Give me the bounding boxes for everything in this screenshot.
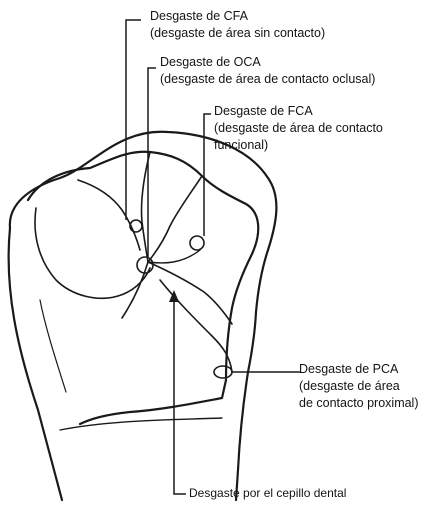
fca-label-detail: funcional) [214, 137, 383, 154]
brush-label: Desgaste por el cepillo dental [189, 485, 346, 502]
pca-wear-spot [214, 366, 232, 378]
fca-label-detail: (desgaste de área de contacto [214, 120, 383, 137]
brush-label-title: Desgaste por el cepillo dental [189, 485, 346, 502]
root-contour [40, 300, 66, 392]
cfa-label: Desgaste de CFA (desgaste de área sin co… [150, 8, 325, 42]
pca-label-detail: (desgaste de área [299, 378, 419, 395]
oca-leader-line [148, 68, 156, 257]
pca-label-title: Desgaste de PCA [299, 361, 419, 378]
brush-leader-line [174, 298, 186, 494]
fca-wear-spot [190, 236, 204, 250]
pca-label-detail: de contacto proximal) [299, 395, 419, 412]
root-contour [60, 418, 222, 430]
cusp-contour [78, 180, 140, 250]
oca-label-detail: (desgaste de área de contacto oclusal) [160, 71, 375, 88]
brush-wear-groove [160, 280, 232, 372]
cfa-label-detail: (desgaste de área sin contacto) [150, 25, 325, 42]
fca-leader-line [204, 114, 211, 236]
cfa-label-title: Desgaste de CFA [150, 8, 325, 25]
oca-label-title: Desgaste de OCA [160, 54, 375, 71]
cfa-leader-line [126, 20, 141, 220]
fca-label-title: Desgaste de FCA [214, 103, 383, 120]
fca-label: Desgaste de FCA (desgaste de área de con… [214, 103, 383, 154]
pca-label: Desgaste de PCA (desgaste de área de con… [299, 361, 419, 412]
oca-label: Desgaste de OCA (desgaste de área de con… [160, 54, 375, 88]
fissure-line [122, 262, 148, 318]
